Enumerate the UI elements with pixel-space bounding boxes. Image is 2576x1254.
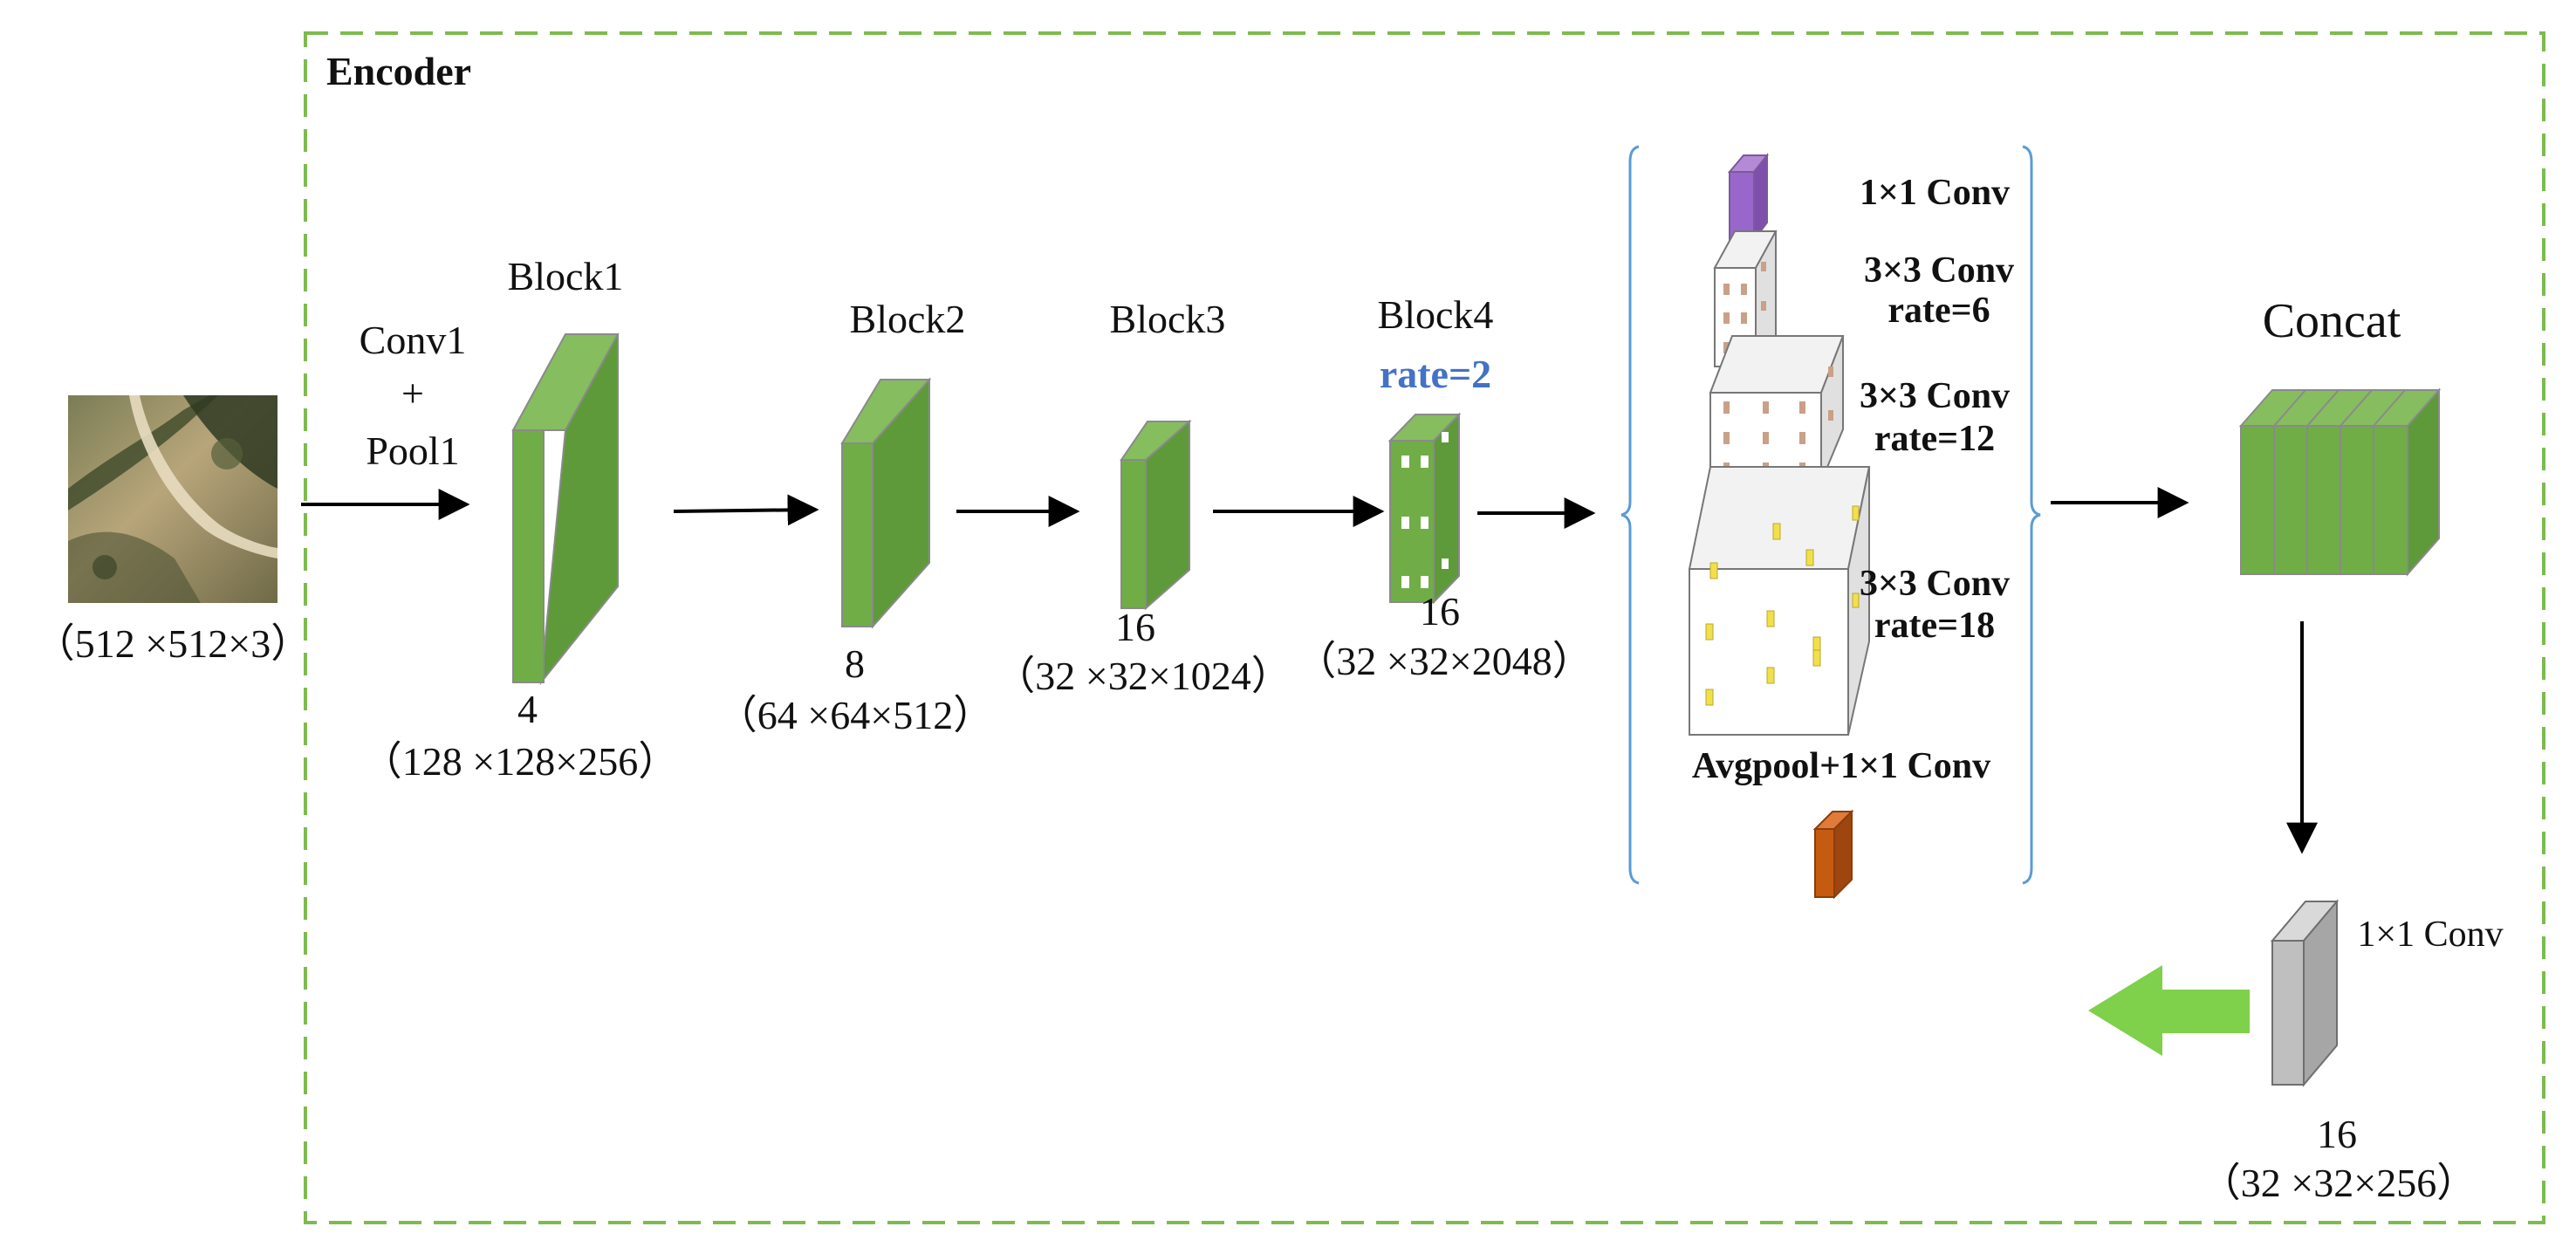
block1-stride: 4 bbox=[517, 687, 538, 731]
output-conv-feature-map bbox=[2270, 899, 2340, 1087]
aspp-branch4-rate: rate=18 bbox=[1874, 606, 1996, 646]
block3-feature-map bbox=[1120, 419, 1192, 611]
output-conv-label: 1×1 Conv bbox=[2357, 915, 2504, 955]
block3-dims: （32 ×32×1024） bbox=[995, 654, 1291, 698]
block2-feature-map bbox=[840, 377, 932, 629]
input-dims: （512 ×512×3） bbox=[34, 621, 312, 666]
output-arrow-left bbox=[2088, 965, 2250, 1056]
aspp-branch1-label: 1×1 Conv bbox=[1859, 173, 2011, 213]
stem-plus-label: + bbox=[401, 371, 424, 415]
block2-title: Block2 bbox=[849, 297, 966, 341]
output-dims: （32 ×32×256） bbox=[2200, 1161, 2477, 1205]
stem-pool-label: Pool1 bbox=[366, 428, 460, 473]
aspp-branch3-label: 3×3 Conv bbox=[1859, 376, 2011, 416]
block1-dims: （128 ×128×256） bbox=[361, 739, 679, 784]
encoder-border bbox=[304, 31, 2545, 1224]
concat-label: Concat bbox=[2262, 294, 2401, 348]
block2-stride: 8 bbox=[845, 641, 865, 686]
block4-rate-label: rate=2 bbox=[1379, 352, 1492, 396]
aspp-left-brace bbox=[1620, 145, 1640, 885]
aspp-branch3-kernel bbox=[1709, 335, 1845, 483]
aspp-branch2-rate: rate=6 bbox=[1887, 291, 1990, 331]
arrow-block1-to-block2 bbox=[673, 494, 819, 526]
aspp-branch4-label: 3×3 Conv bbox=[1859, 564, 2011, 604]
block4-feature-map bbox=[1387, 412, 1462, 605]
output-stride: 16 bbox=[2317, 1112, 2357, 1156]
block2-dims: （64 ×64×512） bbox=[716, 693, 994, 737]
block4-title: Block4 bbox=[1377, 292, 1494, 337]
aspp-branch1-kernel bbox=[1727, 153, 1770, 243]
block1-title: Block1 bbox=[507, 254, 624, 298]
aspp-branch3-rate: rate=12 bbox=[1874, 419, 1996, 459]
concat-feature-stack bbox=[2238, 387, 2442, 577]
encoder-title: Encoder bbox=[326, 49, 472, 93]
aspp-branch4-kernel bbox=[1688, 466, 1871, 736]
aspp-pool-label: Avgpool+1×1 Conv bbox=[1691, 746, 1991, 786]
aspp-pool-kernel bbox=[1812, 809, 1854, 900]
block4-dims: （32 ×32×2048） bbox=[1296, 639, 1593, 683]
block3-title: Block3 bbox=[1109, 297, 1226, 341]
aspp-right-brace bbox=[2022, 145, 2041, 885]
stem-conv-label: Conv1 bbox=[359, 318, 467, 362]
block3-stride: 16 bbox=[1115, 605, 1155, 649]
aspp-branch2-label: 3×3 Conv bbox=[1863, 250, 2015, 291]
block1-feature-map bbox=[511, 333, 620, 686]
input-satellite-image bbox=[68, 395, 277, 603]
block4-stride: 16 bbox=[1420, 589, 1460, 634]
